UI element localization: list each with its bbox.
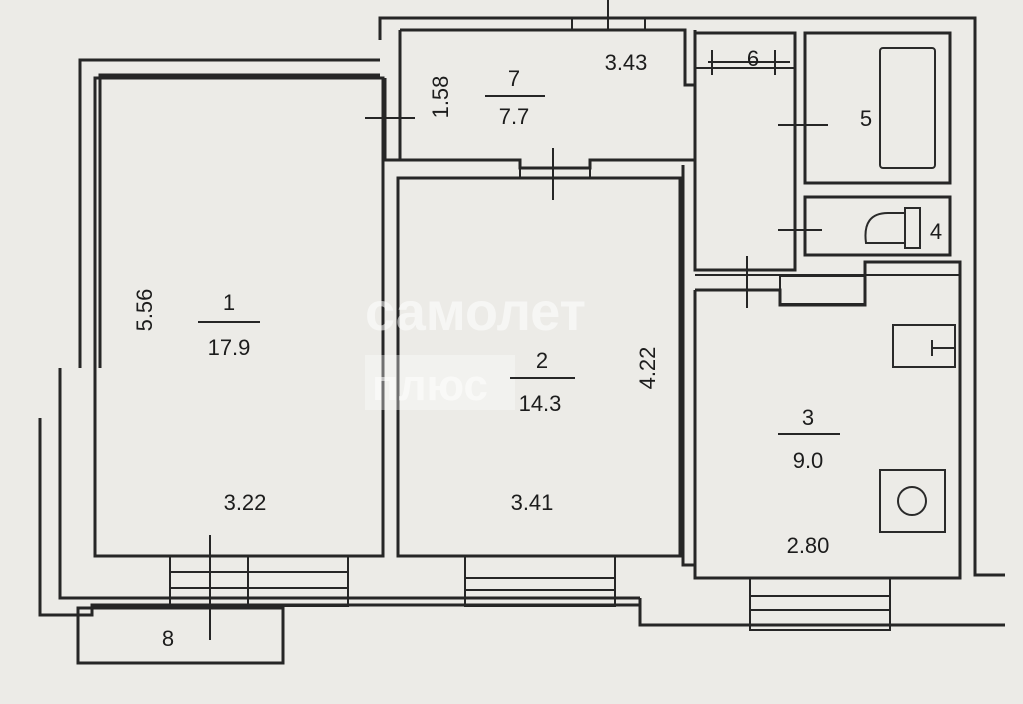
window-room-2 — [464, 555, 616, 607]
room-7-length: 1.58 — [428, 76, 453, 119]
room-3-width: 2.80 — [787, 533, 830, 558]
watermark-box — [365, 355, 515, 410]
outer-walls — [38, 16, 1005, 627]
corridor-wall — [681, 165, 695, 567]
room-5-number: 5 — [860, 106, 872, 131]
room-2-number: 2 — [536, 348, 548, 373]
watermark-line1: самолет — [365, 282, 586, 342]
room-2-width: 3.41 — [511, 490, 554, 515]
room-1-length: 5.56 — [132, 289, 157, 332]
room-5-outline — [803, 31, 952, 185]
door-markers — [209, 0, 828, 640]
room-7-width: 3.43 — [605, 50, 648, 75]
room-3-duct — [779, 275, 866, 305]
room-6-number: 6 — [747, 46, 759, 71]
room-2-length: 4.22 — [635, 347, 660, 390]
room-8-outline — [76, 606, 285, 665]
room-2-area: 14.3 — [519, 391, 562, 416]
room-1-width: 3.22 — [224, 490, 267, 515]
room-6-outline — [693, 31, 797, 272]
room-4-number: 4 — [930, 219, 942, 244]
watermark-line2: плюс — [372, 361, 488, 410]
toilet-icon — [864, 212, 906, 244]
stove-burner-icon — [897, 486, 927, 516]
room-7-left-wall — [383, 78, 400, 162]
stove-icon — [879, 469, 946, 533]
room-7-area: 7.7 — [499, 104, 530, 129]
sink-icon — [892, 324, 956, 368]
room-1-number: 1 — [223, 290, 235, 315]
window-room-1 — [169, 555, 349, 607]
room-4-outline — [803, 195, 952, 257]
toilet-tank-icon — [904, 207, 921, 249]
room-3-area: 9.0 — [793, 448, 824, 473]
room-8-number: 8 — [162, 626, 174, 651]
bathtub-icon — [879, 47, 936, 169]
room-7-number: 7 — [508, 66, 520, 91]
window-room-3 — [749, 577, 891, 631]
room-1-area: 17.9 — [208, 335, 251, 360]
room-3-number: 3 — [802, 405, 814, 430]
